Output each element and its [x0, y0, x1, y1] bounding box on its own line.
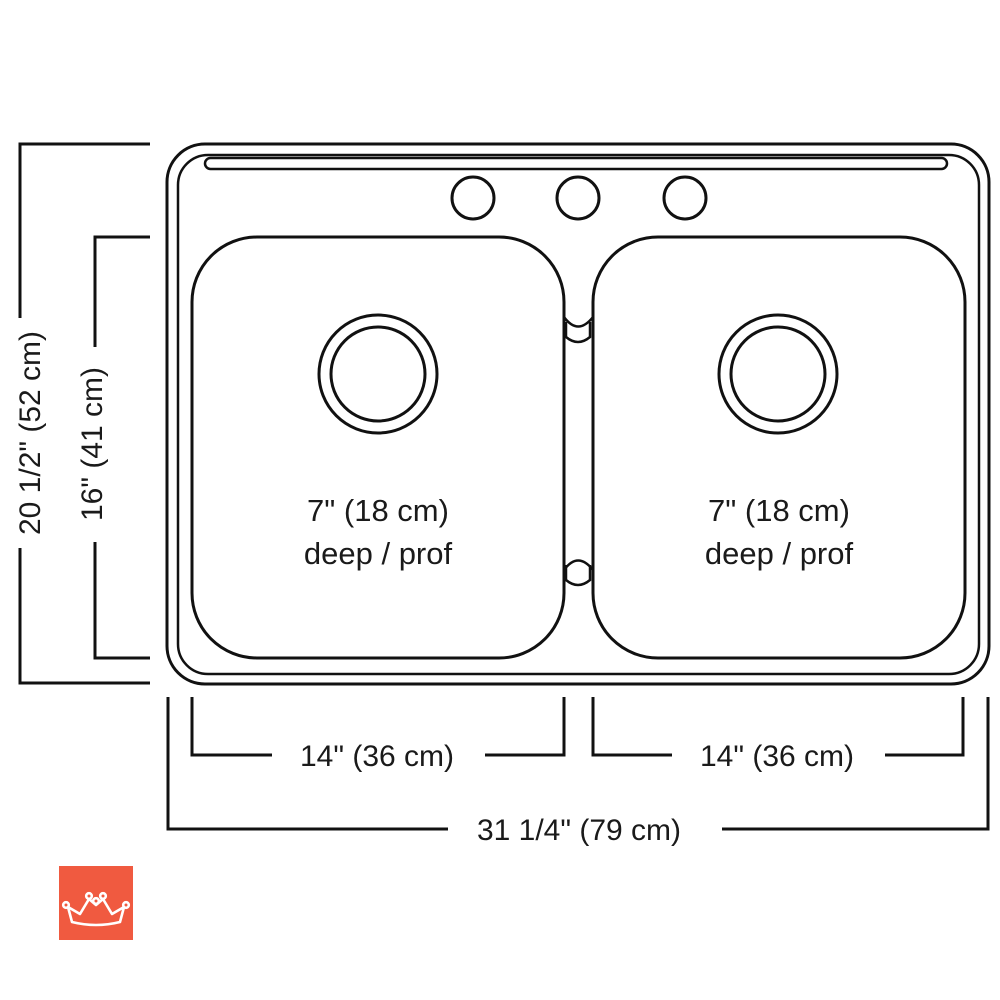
faucet-hole-center: [555, 175, 601, 221]
bowl-left-depth-line2: deep / prof: [304, 536, 453, 571]
bowl-left-width-left-line: [190, 697, 272, 757]
drain-left-outer: [317, 313, 439, 435]
bowl-right-depth-line2: deep / prof: [705, 536, 854, 571]
bowl-length-bottom-line: [93, 542, 150, 660]
bowl-left-depth-line1: 7" (18 cm): [307, 493, 449, 528]
overall-width-right-line: [722, 697, 990, 831]
bowl-right: 7" (18 cm) deep / prof: [591, 235, 967, 660]
faucet-holes: [450, 175, 708, 221]
center-divider: [562, 316, 594, 587]
bowl-right-depth-line1: 7" (18 cm): [708, 493, 850, 528]
bowl-right-basin: [591, 235, 967, 660]
overall-width-left-line: [166, 697, 448, 831]
divider-notch-top: [562, 316, 594, 344]
crown-icon: [61, 891, 131, 927]
bowl-length-label: 16" (41 cm): [76, 367, 109, 521]
drain-right-inner: [729, 325, 827, 423]
faucet-hole-right: [662, 175, 708, 221]
overall-depth-label: 20 1/2" (52 cm): [14, 331, 47, 535]
bowl-left: 7" (18 cm) deep / prof: [190, 235, 566, 660]
drain-right-outer: [717, 313, 839, 435]
rear-ledge: [203, 156, 949, 171]
overall-depth-bottom-line: [18, 548, 150, 685]
drain-left-inner: [329, 325, 427, 423]
bowl-length-top-line: [93, 235, 150, 347]
brand-logo: [59, 866, 133, 940]
sink-outline: [165, 142, 991, 686]
bowl-left-width-label: 14" (36 cm): [300, 740, 454, 773]
dimension-bowl-left-width: 14" (36 cm): [190, 697, 566, 773]
sink-rim-inner: [176, 153, 981, 676]
dimension-overall-width: 31 1/4" (79 cm): [166, 697, 990, 847]
overall-depth-top-line: [18, 142, 150, 318]
bowl-left-basin: [190, 235, 566, 660]
sink-rim-outer: [165, 142, 991, 686]
bowl-right-width-label: 14" (36 cm): [700, 740, 854, 773]
divider-notch-bottom: [562, 559, 594, 587]
bowl-right-width-right-line: [885, 697, 965, 757]
faucet-hole-left: [450, 175, 496, 221]
bowl-left-width-right-line: [485, 697, 566, 757]
dimension-overall-depth: 20 1/2" (52 cm): [14, 142, 150, 685]
dimension-bowl-length: 16" (41 cm): [76, 235, 150, 660]
bowl-right-width-left-line: [591, 697, 672, 757]
dimension-bowl-right-width: 14" (36 cm): [591, 697, 965, 773]
overall-width-label: 31 1/4" (79 cm): [477, 814, 681, 847]
